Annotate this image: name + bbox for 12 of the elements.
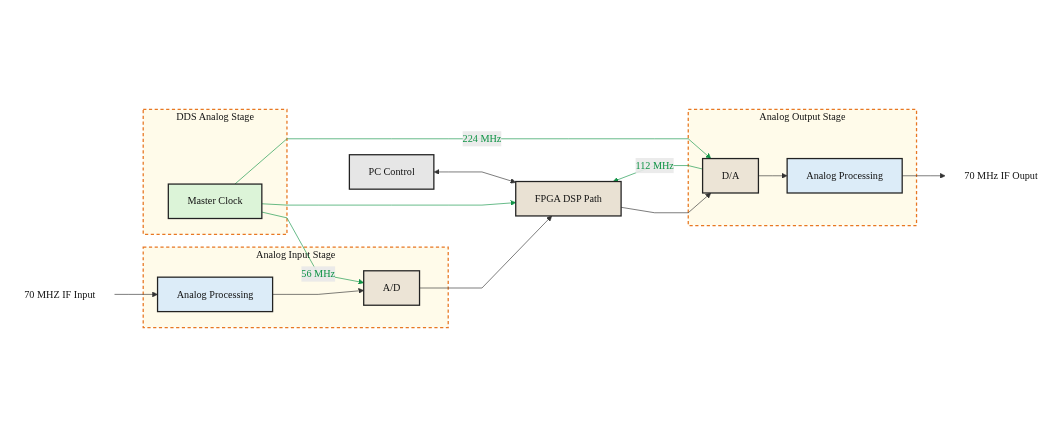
node-box: Analog Processing (156, 276, 274, 313)
node-box: Master Clock (167, 183, 263, 220)
node-text: 70 MHz IF Ouput (964, 170, 1038, 181)
node-box: FPGA DSP Path (515, 180, 622, 217)
node-text: 70 MHZ IF Input (24, 288, 96, 300)
edge-label: 56 MHz (301, 268, 336, 280)
edge-label: 224 MHz (462, 133, 502, 144)
node-box: D/A (701, 157, 760, 194)
node-box: A/D (363, 270, 421, 306)
node-box: Analog Processing (786, 157, 903, 194)
node-box: PC Control (348, 154, 435, 190)
edge-label: 112 MHz (635, 159, 674, 171)
